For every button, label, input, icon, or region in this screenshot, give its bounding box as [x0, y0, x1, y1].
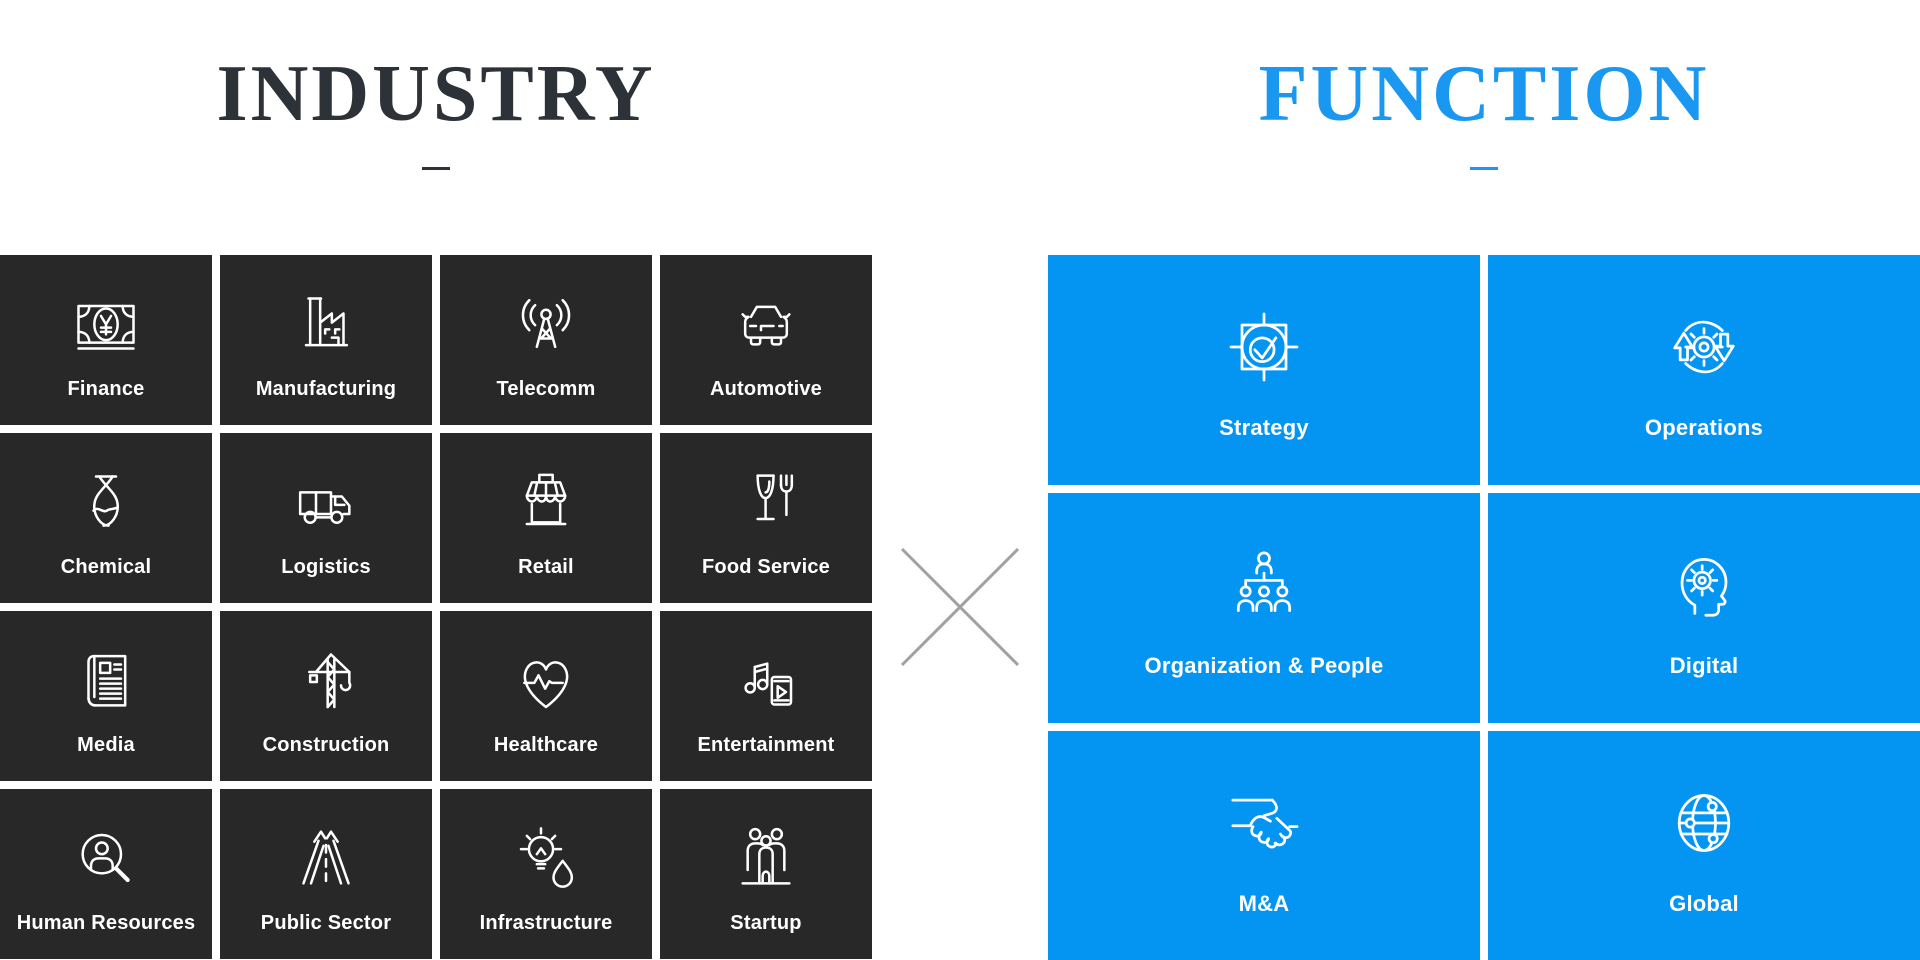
industry-tile-logistics: Logistics — [220, 433, 432, 603]
crane-icon — [286, 642, 366, 722]
function-tile-label: Operations — [1644, 415, 1764, 440]
industry-tile-human-resources: Human Resources — [0, 789, 212, 959]
industry-tile-food-service: Food Service — [660, 433, 872, 603]
function-tile-digital: Digital — [1488, 493, 1920, 723]
function-tile-organization-people: Organization & People — [1048, 493, 1480, 723]
industry-tile-label: Manufacturing — [255, 377, 397, 400]
function-tile-label: Digital — [1669, 653, 1739, 678]
industry-title: INDUSTRY — [216, 50, 656, 138]
function-tile-label: Global — [1669, 891, 1739, 916]
storefront-icon — [506, 464, 586, 544]
function-tile-m-a: M&A — [1048, 731, 1480, 960]
industry-tile-retail: Retail — [440, 433, 652, 603]
industry-tile-chemical: Chemical — [0, 433, 212, 603]
industry-tile-label: Chemical — [60, 555, 152, 578]
industry-tile-label: Finance — [67, 377, 145, 400]
multiply-divider-icon — [900, 547, 1020, 667]
industry-tile-label: Media — [77, 733, 135, 756]
industry-tile-automotive: Automotive — [660, 255, 872, 425]
industry-title-block: INDUSTRY — [0, 54, 872, 170]
function-tile-operations: Operations — [1488, 255, 1920, 485]
industry-tile-label: Automotive — [710, 377, 822, 400]
glass-fork-icon — [726, 464, 806, 544]
function-tile-label: M&A — [1238, 891, 1290, 916]
music-player-icon — [726, 642, 806, 722]
person-magnifier-icon — [66, 820, 146, 900]
function-tile-label: Organization & People — [1144, 653, 1384, 678]
industry-tile-media: Media — [0, 611, 212, 781]
newspaper-icon — [66, 642, 146, 722]
function-tile-label: Strategy — [1219, 415, 1309, 440]
industry-tile-label: Retail — [518, 555, 574, 578]
industry-tile-telecomm: Telecomm — [440, 255, 652, 425]
banknote-yen-icon — [66, 286, 146, 366]
flask-icon — [66, 464, 146, 544]
heart-pulse-icon — [506, 642, 586, 722]
industry-tile-startup: Startup — [660, 789, 872, 959]
industry-tile-label: Food Service — [702, 555, 830, 578]
org-chart-icon — [1220, 541, 1308, 629]
industry-tile-label: Healthcare — [493, 733, 599, 756]
industry-tile-infrastructure: Infrastructure — [440, 789, 652, 959]
industry-tile-label: Telecomm — [496, 377, 596, 400]
antenna-icon — [506, 286, 586, 366]
team-icon — [726, 820, 806, 900]
function-tile-strategy: Strategy — [1048, 255, 1480, 485]
industry-tile-manufacturing: Manufacturing — [220, 255, 432, 425]
industry-tile-label: Human Resources — [16, 911, 196, 934]
truck-icon — [286, 464, 366, 544]
handshake-icon — [1220, 779, 1308, 867]
industry-tile-label: Entertainment — [697, 733, 835, 756]
road-icon — [286, 820, 366, 900]
industry-tile-finance: Finance — [0, 255, 212, 425]
function-title-underline — [1470, 167, 1498, 170]
industry-tile-entertainment: Entertainment — [660, 611, 872, 781]
car-icon — [726, 286, 806, 366]
industry-tile-label: Construction — [262, 733, 390, 756]
head-gear-icon — [1660, 541, 1748, 629]
industry-tile-label: Public Sector — [260, 911, 392, 934]
gear-cycle-icon — [1660, 303, 1748, 391]
function-tile-global: Global — [1488, 731, 1920, 960]
industry-tile-construction: Construction — [220, 611, 432, 781]
function-title: FUNCTION — [1258, 50, 1710, 138]
factory-icon — [286, 286, 366, 366]
function-title-block: FUNCTION — [1048, 54, 1920, 170]
industry-tile-label: Logistics — [281, 555, 371, 578]
industry-tile-healthcare: Healthcare — [440, 611, 652, 781]
industry-tile-label: Infrastructure — [479, 911, 613, 934]
bulb-drop-icon — [506, 820, 586, 900]
industry-tile-label: Startup — [730, 911, 802, 934]
globe-icon — [1660, 779, 1748, 867]
industry-tile-public-sector: Public Sector — [220, 789, 432, 959]
industry-title-underline — [422, 167, 450, 170]
target-check-icon — [1220, 303, 1308, 391]
